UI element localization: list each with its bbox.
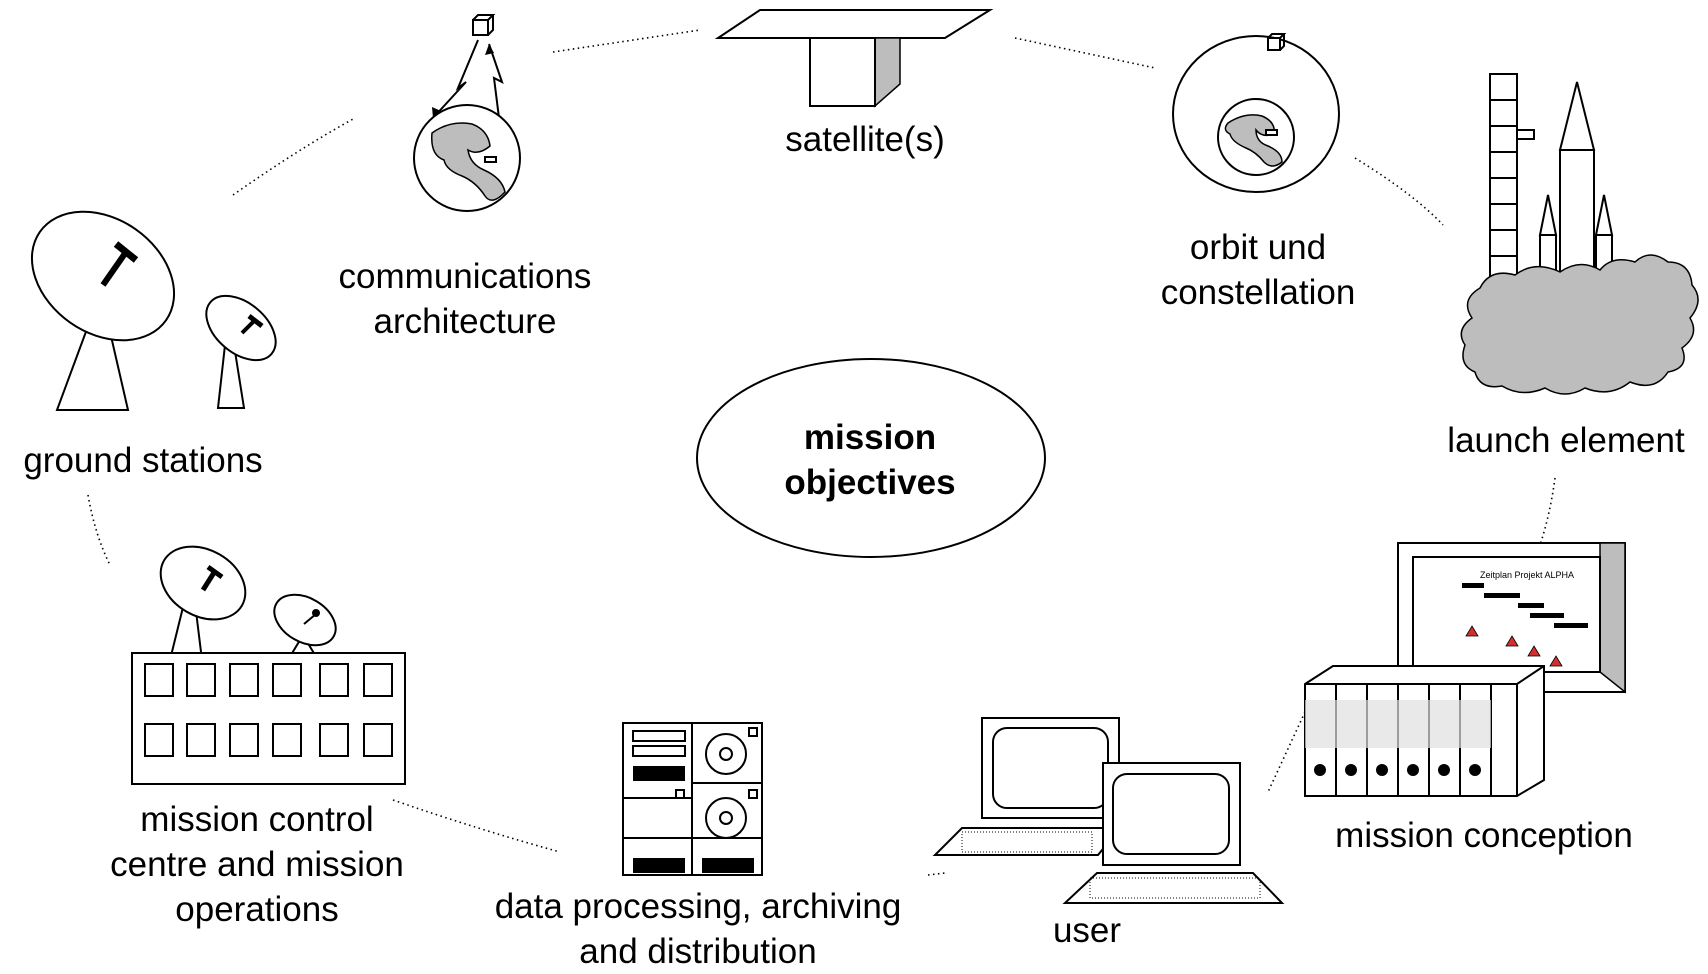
mission-control-line1: mission control bbox=[140, 800, 374, 839]
ground-stations-label: ground stations bbox=[23, 441, 263, 480]
connector-ground-comms bbox=[232, 117, 356, 196]
mission-control-label: mission control centre and mission opera… bbox=[110, 797, 404, 932]
schedule-chart-title: Zeitplan Projekt ALPHA bbox=[1480, 570, 1574, 580]
mission-objectives-line2: objectives bbox=[784, 463, 956, 502]
launch-element-label: launch element bbox=[1447, 421, 1685, 460]
connector-launch-conception bbox=[1539, 477, 1556, 546]
connector-satellite-orbit bbox=[1014, 37, 1156, 69]
mission-objectives-ellipse bbox=[696, 358, 1046, 558]
orbit-constellation-label: orbit und constellation bbox=[1161, 225, 1356, 315]
satellites-label: satellite(s) bbox=[785, 120, 945, 159]
communications-label-line2: architecture bbox=[373, 302, 557, 341]
user-label: user bbox=[1052, 911, 1122, 950]
connector-lines bbox=[87, 29, 1556, 876]
orbit-label-line1: orbit und bbox=[1189, 228, 1327, 267]
connector-orbit-launch bbox=[1354, 157, 1444, 226]
data-processing-line2: and distribution bbox=[579, 932, 817, 971]
mission-objectives-line1: mission bbox=[803, 418, 937, 457]
mission-control-icon bbox=[131, 545, 406, 785]
mission-objectives-label: mission objectives bbox=[784, 415, 955, 505]
communications-architecture-label: communications architecture bbox=[339, 254, 592, 344]
connector-control-ground bbox=[87, 494, 111, 566]
connector-user-data bbox=[927, 872, 946, 876]
mission-conception-label: mission conception bbox=[1335, 816, 1633, 855]
mission-control-line2: centre and mission bbox=[110, 845, 404, 884]
satellite-icon bbox=[714, 9, 994, 108]
ground-stations-icon bbox=[30, 210, 277, 411]
launch-element-icon bbox=[1460, 73, 1699, 395]
mission-control-line3: operations bbox=[175, 890, 339, 929]
data-processing-label: data processing, archiving and distribut… bbox=[495, 884, 902, 974]
data-processing-line1: data processing, archiving bbox=[494, 887, 902, 926]
communications-label-line1: communications bbox=[338, 257, 592, 296]
orbit-icon bbox=[1172, 33, 1340, 193]
orbit-label-line2: constellation bbox=[1160, 273, 1356, 312]
connector-conception-user bbox=[1267, 711, 1306, 793]
communications-icon bbox=[413, 14, 521, 212]
mission-conception-icon: Zeitplan Projekt ALPHA bbox=[1304, 542, 1626, 797]
data-processing-icon bbox=[622, 722, 763, 876]
connector-comms-satellite bbox=[552, 29, 701, 53]
user-computers-icon bbox=[932, 717, 1285, 904]
connector-data-control bbox=[392, 799, 561, 853]
